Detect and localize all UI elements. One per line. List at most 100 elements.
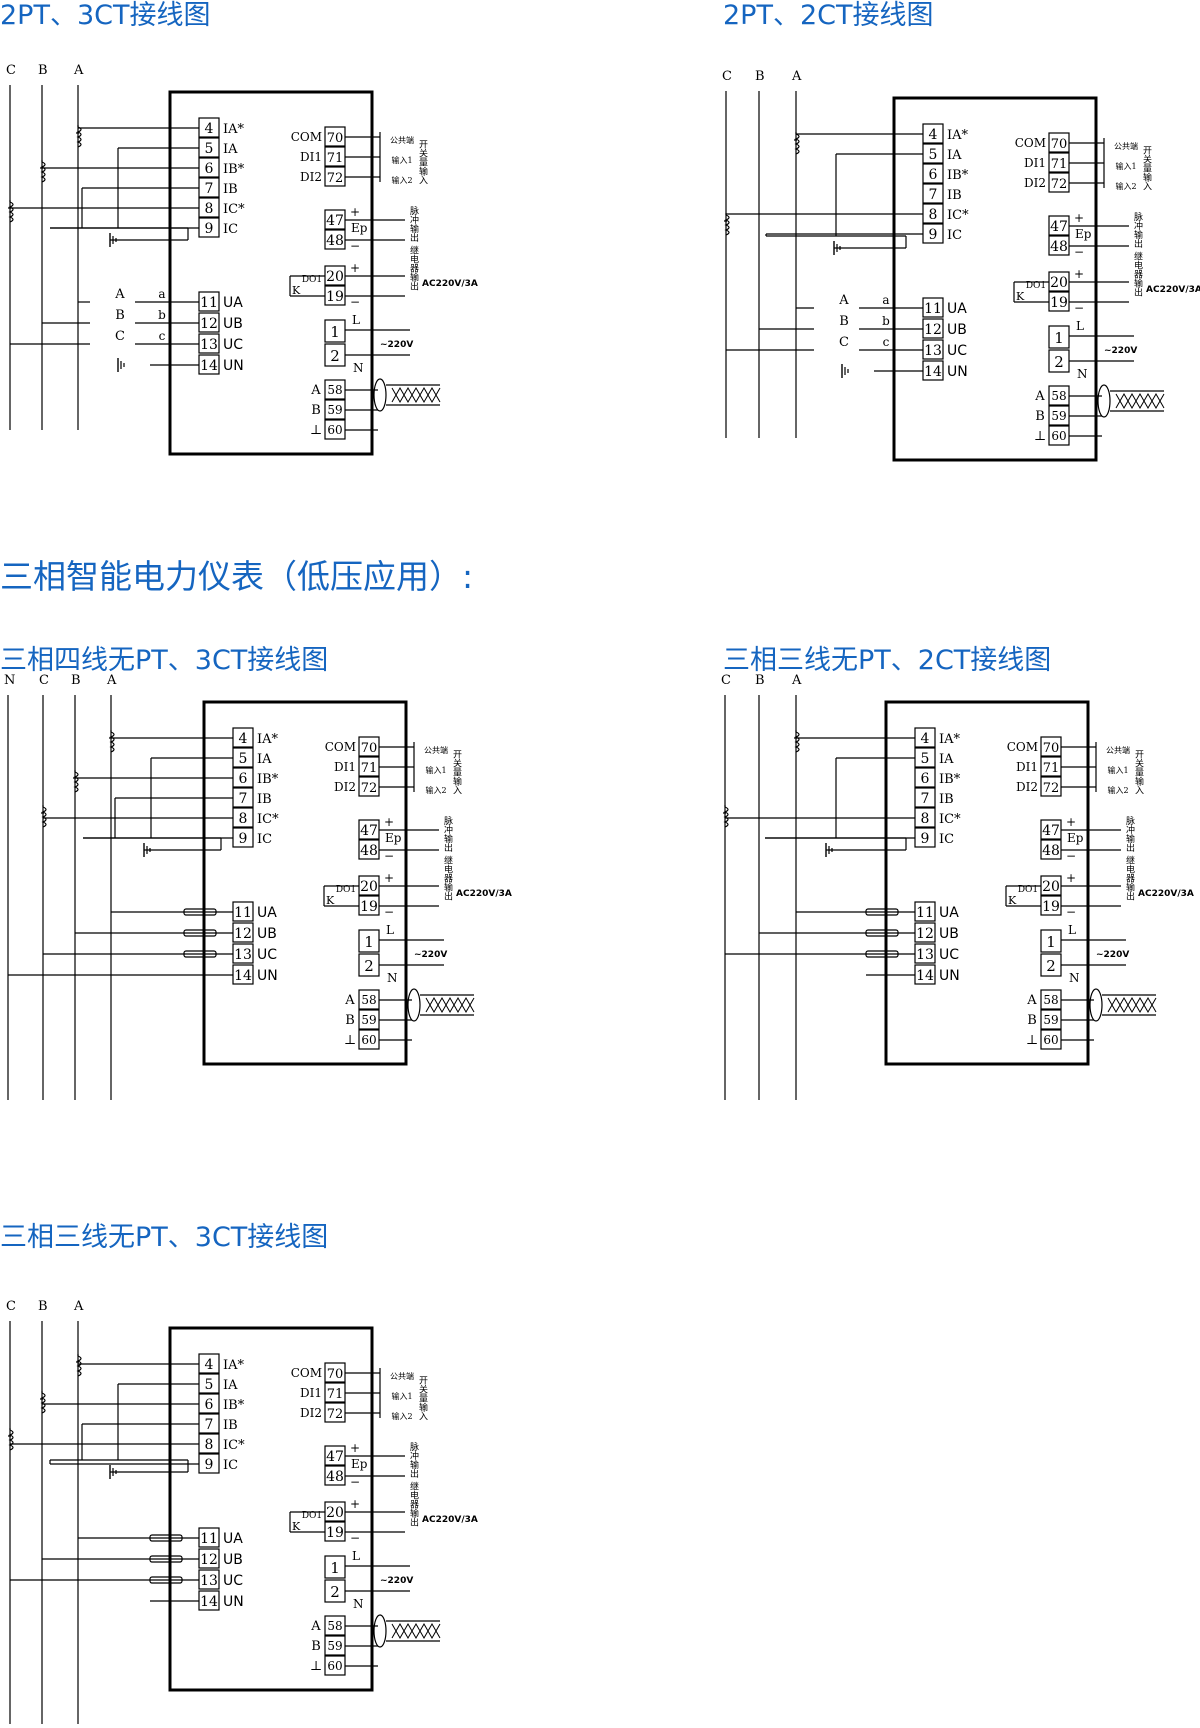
phase-label-b: B: [755, 69, 765, 84]
phase-label-a: A: [73, 63, 84, 78]
diagram-title-3wire-2ct: 三相三线无PT、2CT接线图: [723, 645, 1052, 676]
current-terminal-box: [914, 787, 936, 808]
power-terminal-num: 2: [330, 347, 340, 365]
comm-terminal-num: 59: [327, 403, 342, 417]
ep-label: Ep: [1067, 831, 1084, 845]
current-terminal-num: 7: [239, 791, 248, 807]
di-group-label: 开关量输入: [417, 139, 428, 184]
current-terminal-num: 5: [239, 751, 248, 767]
relay-label: DO1: [302, 275, 322, 285]
current-terminal-num: 6: [921, 771, 930, 787]
pt-secondary-label: a: [882, 293, 889, 307]
comm-terminal-num: 59: [1043, 1013, 1058, 1027]
power-n-label: N: [1069, 971, 1080, 985]
diagram-title-4wire-3ct: 三相四线无PT、3CT接线图: [0, 645, 329, 676]
fuse-icon: [149, 1576, 183, 1584]
comm-terminal-num: 58: [1051, 389, 1066, 403]
current-terminal-label: IA: [947, 148, 962, 163]
comm-terminal-label: A: [1034, 389, 1045, 404]
relay-side-label: 继电器输出: [408, 1480, 419, 1527]
current-terminal-label: IB*: [939, 772, 961, 787]
voltage-terminal-num: 14: [234, 968, 252, 984]
di-terminal-num: 71: [327, 151, 344, 166]
current-terminal-label: IC*: [257, 812, 279, 827]
power-l-label: L: [1076, 319, 1084, 333]
pt-secondary-label: b: [158, 308, 166, 322]
ep-plus: +: [1066, 815, 1076, 829]
power-l-label: L: [1068, 923, 1076, 937]
comm-terminal-num: 58: [327, 383, 342, 397]
voltage-terminal-num: 11: [924, 301, 942, 317]
voltage-terminal-num: 12: [234, 926, 252, 942]
comm-terminal-label: B: [1027, 1013, 1037, 1028]
phase-label-c: C: [6, 1299, 16, 1314]
fuse-icon: [183, 929, 217, 937]
di-group-label: 开关量输入: [1133, 749, 1144, 794]
relay-k-label: K: [1008, 894, 1017, 907]
comm-terminal-num: 60: [327, 1659, 342, 1673]
voltage-terminal-num: 11: [200, 295, 218, 311]
di-side-label: 输入1: [391, 1391, 412, 1401]
di-side-label: 公共端: [390, 1371, 414, 1381]
ep-minus: −: [384, 849, 394, 863]
comm-terminal-num: 58: [327, 1619, 342, 1633]
comm-terminal-num: 60: [361, 1033, 376, 1047]
voltage-terminal-label: UA: [223, 1531, 243, 1547]
power-terminal-box: [1048, 325, 1070, 349]
current-terminal-label: IC*: [939, 812, 961, 827]
fuse-icon: [183, 950, 217, 958]
voltage-terminal-label: UN: [257, 968, 278, 984]
current-terminal-label: IA: [257, 752, 272, 767]
current-terminal-num: 4: [929, 127, 938, 143]
power-terminal-num: 2: [330, 1583, 340, 1601]
current-terminal-label: IC*: [223, 1438, 245, 1453]
pt-label: C: [839, 335, 849, 350]
di-side-label: 输入2: [391, 175, 412, 185]
twisted-pair-icon: [1107, 996, 1157, 1014]
voltage-terminal-num: 13: [916, 947, 934, 963]
cable-shield-icon: [1089, 988, 1103, 1022]
di-terminal-num: 71: [1051, 157, 1068, 172]
current-terminal-num: 7: [929, 187, 938, 203]
phase-label-n: N: [4, 673, 15, 688]
voltage-terminal-label: UB: [223, 1552, 243, 1568]
di-group-label: 开关量输入: [1141, 145, 1152, 190]
current-terminal-label: IB*: [223, 1398, 245, 1413]
di-side-label: 公共端: [1106, 745, 1130, 755]
current-terminal-num: 8: [205, 1437, 214, 1453]
power-terminal-num: 2: [364, 957, 374, 975]
di-terminal-num: 70: [361, 741, 378, 756]
current-terminal-num: 4: [205, 121, 214, 137]
power-l-label: L: [352, 313, 360, 327]
voltage-terminal-num: 14: [924, 364, 942, 380]
power-rating: ~220V: [1104, 346, 1137, 356]
relay-side-label: 继电器输出: [1132, 250, 1143, 297]
ep-terminal-num: 47: [326, 213, 344, 229]
cable-shield-icon: [407, 988, 421, 1022]
current-terminal-num: 9: [205, 221, 214, 237]
relay-k-label: K: [292, 1520, 301, 1533]
di-side-label: 输入1: [425, 765, 446, 775]
di-side-label: 公共端: [390, 135, 414, 145]
di-terminal-label: DI1: [1024, 156, 1046, 170]
current-terminal-label: IA: [223, 142, 238, 157]
di-terminal-num: 70: [327, 1367, 344, 1382]
relay-plus: +: [384, 871, 394, 885]
current-terminal-label: IB*: [947, 168, 969, 183]
comm-terminal-label: B: [311, 403, 321, 418]
ep-terminal-num: 48: [326, 233, 344, 249]
twisted-pair-icon: [425, 996, 475, 1014]
relay-rating: AC220V/3A: [422, 1515, 478, 1525]
relay-rating: AC220V/3A: [1138, 889, 1194, 899]
power-terminal-box: [358, 929, 380, 953]
comm-terminal-num: 59: [327, 1639, 342, 1653]
voltage-terminal-num: 14: [200, 1594, 218, 1610]
di-terminal-num: 70: [327, 131, 344, 146]
relay-plus: +: [350, 261, 360, 275]
ct-coil-icon: [41, 806, 47, 828]
di-terminal-num: 72: [327, 171, 344, 186]
relay-terminal-num: 19: [1050, 295, 1068, 311]
diagram-title-2pt-3ct: 2PT、3CT接线图: [0, 0, 211, 31]
